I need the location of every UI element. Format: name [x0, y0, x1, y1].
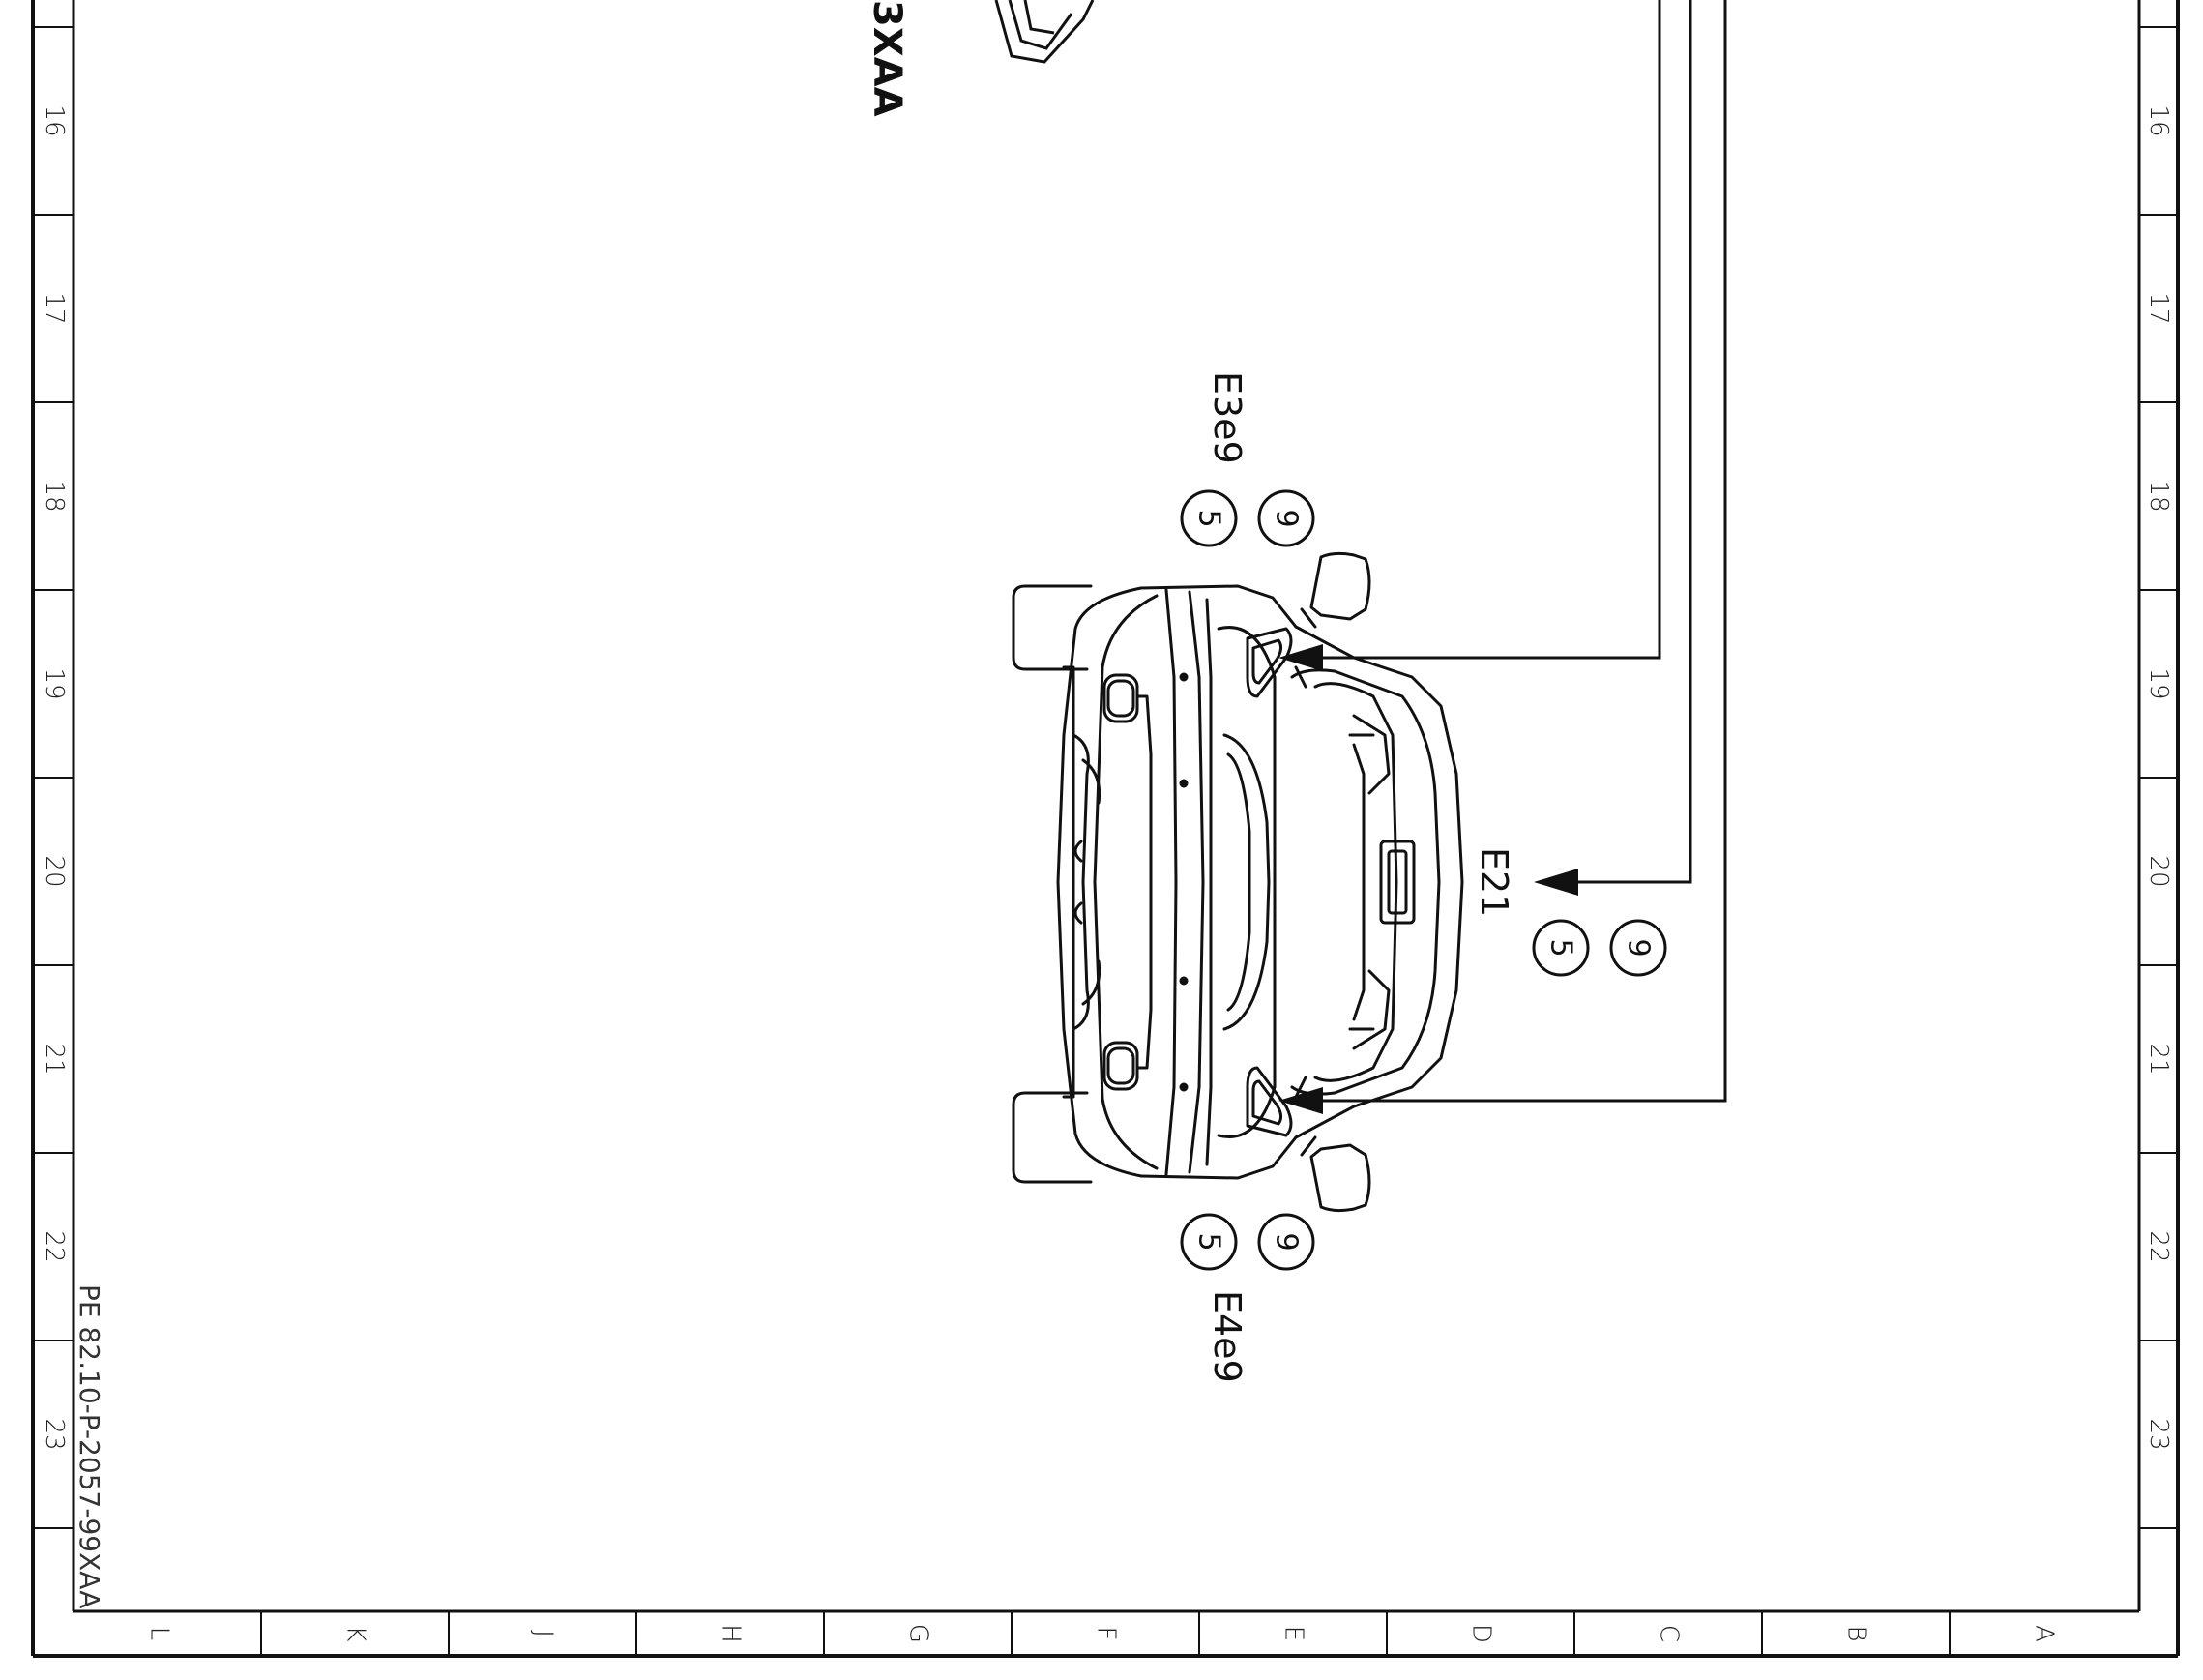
vehicle-rear-drawing: [1012, 551, 1464, 1213]
svg-text:9: 9: [1270, 1232, 1304, 1251]
row-label: 18: [2144, 480, 2173, 512]
callout-e21[interactable]: E21 9 5: [1473, 847, 1667, 977]
column-label: J: [529, 1630, 558, 1637]
svg-text:9: 9: [1622, 938, 1656, 957]
column-label: G: [904, 1624, 933, 1643]
column-label: L: [145, 1627, 174, 1641]
callout-e4e9[interactable]: 9 5 E4e9: [1180, 1213, 1315, 1383]
callout-e3e9[interactable]: E3e9 9 5: [1180, 371, 1315, 547]
arrow-icon: [1278, 1087, 1323, 1114]
row-label: 18: [40, 480, 69, 512]
row-labels-left: 16 17 18 19 20 21 22 23: [40, 104, 69, 1450]
column-label: F: [1092, 1627, 1121, 1641]
leader-line-e3e9: [1323, 0, 1661, 660]
column-label: B: [1842, 1625, 1871, 1641]
badge-9: 9: [1609, 919, 1667, 977]
row-label: 16: [40, 104, 69, 136]
column-labels: L K J H G F E D C B A: [145, 1624, 2059, 1643]
leader-lines: [1323, 0, 1727, 1103]
badge-5: 5: [1180, 1213, 1238, 1271]
row-label: 20: [40, 855, 69, 887]
row-label: 23: [40, 1418, 69, 1450]
column-ticks: [260, 1611, 1951, 1656]
column-label: A: [2030, 1625, 2059, 1642]
row-label: 21: [40, 1043, 69, 1075]
partial-drawing-fragment: [994, 0, 1095, 64]
partial-part-label: 3XAA: [865, 0, 909, 117]
column-label: C: [1655, 1625, 1684, 1642]
svg-text:5: 5: [1544, 938, 1578, 957]
leader-line-e21: [1576, 0, 1692, 884]
row-label: 16: [2144, 104, 2173, 136]
callout-label: E3e9: [1206, 371, 1248, 464]
badge-9: 9: [1257, 1213, 1315, 1271]
row-label: 19: [2144, 667, 2173, 699]
column-label: H: [717, 1624, 746, 1643]
row-label: 21: [2144, 1043, 2173, 1075]
callout-label: E21: [1473, 847, 1515, 917]
arrow-icon: [1534, 869, 1578, 896]
row-labels-right: 16 17 18 19 20 21 22 23: [2144, 104, 2173, 1450]
drawing-reference: PE 82.10-P-2057-99XAA: [73, 1284, 105, 1608]
row-label: 19: [40, 667, 69, 699]
svg-text:9: 9: [1270, 509, 1304, 527]
svg-text:5: 5: [1192, 1232, 1226, 1251]
arrowheads: [1278, 644, 1578, 1114]
row-label: 22: [40, 1230, 69, 1262]
badge-5: 5: [1180, 489, 1238, 547]
column-label: E: [1279, 1626, 1308, 1641]
row-label: 22: [2144, 1230, 2173, 1262]
row-label: 17: [40, 292, 69, 324]
badge-9: 9: [1257, 489, 1315, 547]
leader-line-e4e9: [1323, 0, 1727, 1103]
arrow-icon: [1278, 644, 1323, 671]
column-label: K: [341, 1625, 370, 1641]
svg-text:5: 5: [1192, 509, 1226, 527]
badge-5: 5: [1532, 919, 1590, 977]
callout-label: E4e9: [1206, 1290, 1248, 1383]
row-label: 20: [2144, 855, 2173, 887]
row-ticks: [33, 26, 2178, 1529]
row-label: 17: [2144, 292, 2173, 324]
drawing-frame: [31, 0, 2180, 1658]
row-label: 23: [2144, 1418, 2173, 1450]
column-label: D: [1467, 1624, 1496, 1643]
